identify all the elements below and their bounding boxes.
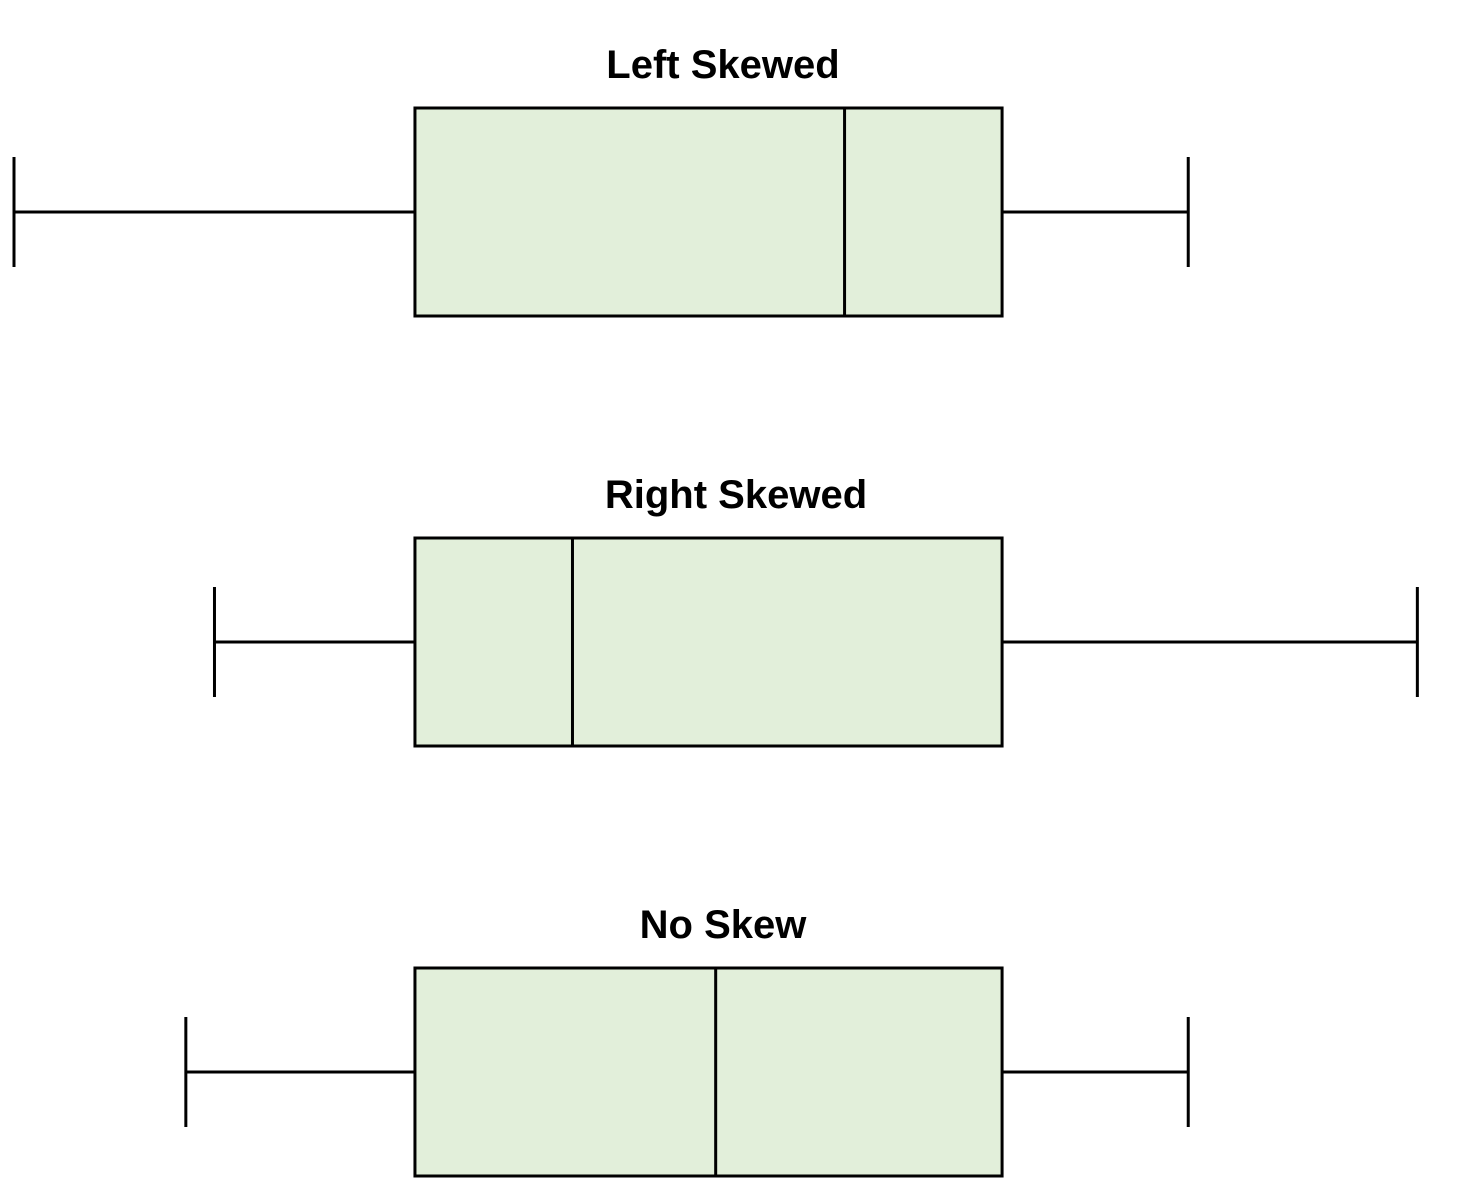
interquartile-box	[413, 536, 1004, 748]
interquartile-box	[413, 966, 1004, 1178]
panel-no-skew: No Skew	[184, 903, 1190, 1178]
panel-title: Left Skewed	[606, 43, 839, 87]
panel-left-skewed: Left Skewed	[12, 43, 1190, 318]
interquartile-box	[413, 106, 1004, 318]
box-plot	[184, 966, 1190, 1178]
panel-right-skewed: Right Skewed	[212, 473, 1419, 748]
box-plot	[12, 106, 1190, 318]
panel-title: No Skew	[640, 903, 808, 947]
panel-title: Right Skewed	[605, 473, 867, 517]
box-plot	[212, 536, 1419, 748]
